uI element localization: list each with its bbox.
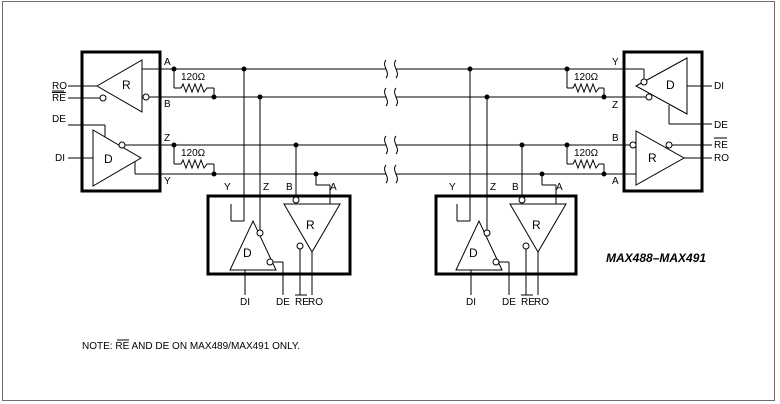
b2-receiver-label: R	[532, 218, 541, 232]
b1-b-label: B	[286, 182, 293, 193]
right-driver-label: D	[666, 78, 675, 92]
left-receiver-label: R	[122, 78, 131, 92]
b1-a-label: A	[330, 182, 337, 193]
b1-driver-label: D	[243, 246, 252, 260]
bottom1-receiver	[283, 203, 341, 253]
bottom2-receiver	[509, 203, 567, 253]
diagram-title: MAX488–MAX491	[606, 251, 706, 265]
right-terminations	[564, 66, 607, 177]
note-suffix: AND DE ON MAX489/MAX491 ONLY.	[129, 341, 300, 352]
left-r1-label: 120Ω	[181, 72, 206, 83]
b1-ro-label: RO	[308, 297, 323, 308]
left-de-label: DE	[52, 114, 66, 125]
left-receiver	[96, 59, 143, 113]
right-receiver-label: R	[648, 151, 657, 165]
b1-receiver-label: R	[306, 218, 315, 232]
right-r1-label: 120Ω	[574, 72, 599, 83]
right-y-label: Y	[612, 57, 619, 68]
left-z-label: Z	[164, 133, 170, 144]
right-transceiver	[622, 50, 712, 193]
b1-z-label: Z	[263, 182, 269, 193]
bus-lines	[161, 68, 622, 175]
left-transceiver	[68, 50, 162, 193]
b2-b-label: B	[512, 182, 519, 193]
note-text: NOTE: RE AND DE ON MAX489/MAX491 ONLY.	[82, 341, 300, 352]
cable-break-marks	[384, 59, 398, 184]
b1-de-label: DE	[276, 297, 290, 308]
right-re-label: RE	[714, 140, 728, 151]
left-driver-label: D	[104, 152, 113, 166]
right-r2-label: 120Ω	[574, 148, 599, 159]
left-di-label: DI	[55, 153, 65, 164]
bottom-transceiver-1	[206, 66, 352, 295]
left-a-label: A	[164, 57, 171, 68]
left-y-label: Y	[164, 176, 171, 187]
right-b-label: B	[612, 133, 619, 144]
right-receiver	[635, 130, 686, 186]
right-a-label: A	[612, 176, 619, 187]
bottom1-driver	[229, 219, 277, 271]
b2-driver-label: D	[469, 246, 478, 260]
bottom-transceiver-2	[434, 66, 578, 295]
left-r2-label: 120Ω	[181, 148, 206, 159]
left-terminations	[171, 66, 217, 177]
b1-re-label: RE	[295, 297, 309, 308]
b2-a-label: A	[556, 182, 563, 193]
b2-ro-label: RO	[534, 297, 549, 308]
right-z-label: Z	[612, 100, 618, 111]
note-re: RE	[115, 341, 129, 352]
b2-re-label: RE	[521, 297, 535, 308]
left-b-label: B	[164, 99, 171, 110]
left-ro-label: RO	[52, 81, 67, 92]
right-di-label: DI	[714, 81, 724, 92]
right-ro-label: RO	[714, 153, 729, 164]
b1-y-label: Y	[224, 182, 231, 193]
b1-di-label: DI	[240, 297, 250, 308]
b2-z-label: Z	[490, 182, 496, 193]
right-de-label: DE	[714, 120, 728, 131]
b2-de-label: DE	[502, 297, 516, 308]
left-re-label: RE	[52, 93, 66, 104]
labels: R D RO RE DE DI A B Z Y 120Ω 120Ω D R DI…	[52, 57, 729, 352]
note-prefix: NOTE:	[82, 341, 115, 352]
b2-di-label: DI	[466, 297, 476, 308]
b2-y-label: Y	[449, 182, 456, 193]
bottom2-driver	[455, 219, 503, 271]
